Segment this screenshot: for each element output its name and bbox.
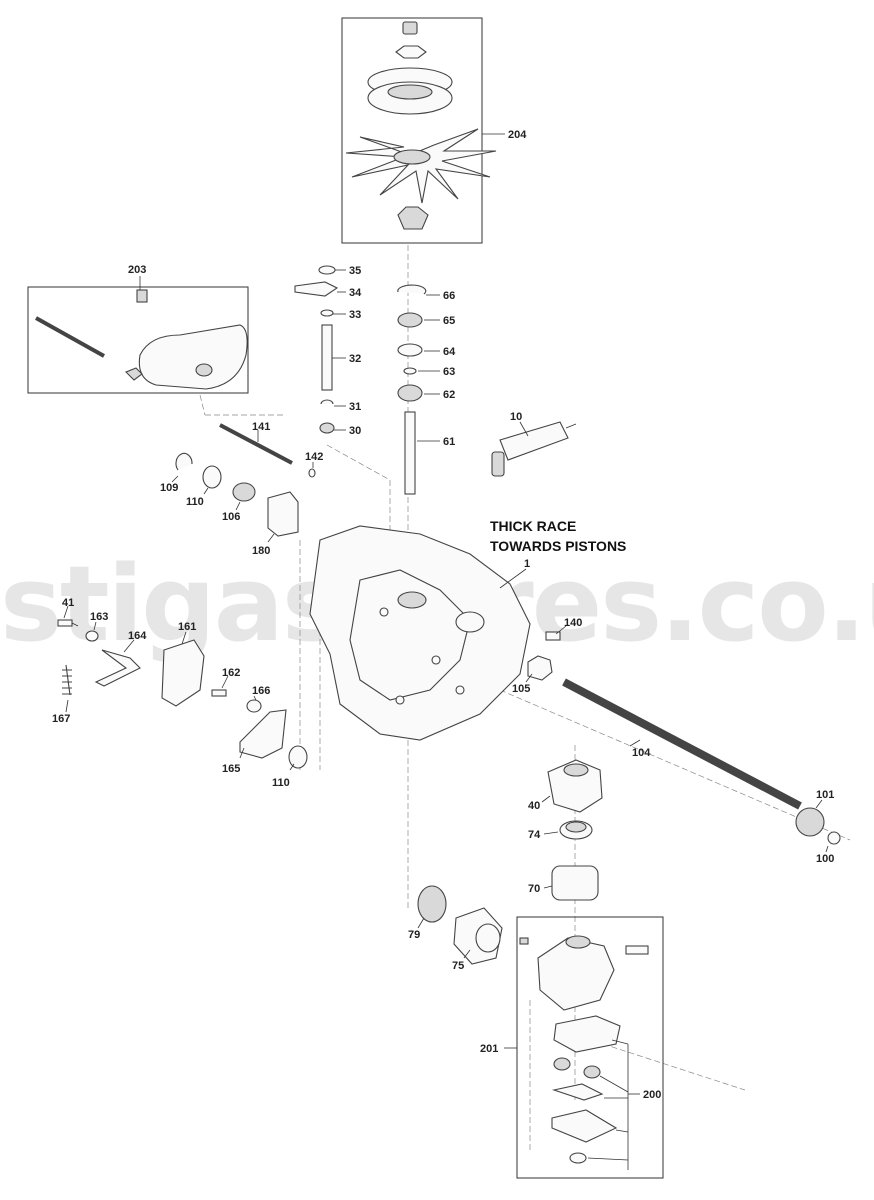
label-75: 75: [452, 960, 464, 972]
rod-141: [219, 423, 293, 465]
label-140: 140: [564, 617, 582, 629]
left-bearing-parts: [175, 452, 299, 537]
leader-200-bracket: [587, 1039, 640, 1170]
label-64: 64: [443, 346, 456, 358]
label-30: 30: [349, 425, 361, 437]
label-79: 79: [408, 929, 420, 941]
label-141: 141: [252, 421, 270, 433]
leader-140: [555, 625, 567, 635]
label-110a: 110: [186, 496, 204, 508]
label-165: 165: [222, 763, 240, 775]
note-line-2: TOWARDS PISTONS: [490, 538, 626, 554]
label-167: 167: [52, 713, 70, 725]
leader-165: [239, 747, 245, 759]
label-62: 62: [443, 389, 455, 401]
label-63: 63: [443, 366, 455, 378]
note-line-1: THICK RACE: [490, 518, 576, 534]
label-40: 40: [528, 800, 540, 812]
label-164: 164: [128, 630, 147, 642]
fan-pulley-assembly: [345, 21, 497, 230]
label-74: 74: [528, 829, 541, 841]
label-161: 161: [178, 621, 196, 633]
input-shaft-stack: [397, 284, 427, 495]
label-1: 1: [524, 558, 530, 570]
label-204: 204: [508, 129, 527, 141]
assembly-axes: [199, 245, 851, 1150]
label-41: 41: [62, 597, 74, 609]
control-shaft-stack: [294, 265, 339, 434]
valve-block-assembly: [519, 935, 649, 1164]
label-61: 61: [443, 436, 455, 448]
leader-101: [815, 799, 823, 809]
leader-74: [543, 831, 559, 835]
label-32: 32: [349, 353, 361, 365]
center-section-parts: [547, 759, 603, 901]
leader-70: [543, 885, 553, 889]
axle-104: [562, 678, 802, 810]
pump-parts: [417, 885, 503, 965]
leader-110a: [203, 487, 209, 495]
clip-100: [827, 831, 841, 845]
leader-40: [541, 795, 551, 803]
top-cover-assembly: [35, 289, 248, 390]
label-203: 203: [128, 264, 146, 276]
leader-10: [519, 421, 529, 437]
leader-164: [123, 639, 135, 653]
transaxle-housing: [309, 525, 531, 741]
leader-75: [463, 949, 471, 959]
pin-142: [308, 468, 316, 478]
top-cover-kit-box: [27, 286, 249, 394]
label-35: 35: [349, 265, 361, 277]
label-70: 70: [528, 883, 540, 895]
label-180: 180: [252, 545, 270, 557]
leader-104: [629, 739, 641, 747]
label-34: 34: [349, 287, 362, 299]
label-66: 66: [443, 290, 455, 302]
label-162: 162: [222, 667, 240, 679]
right-linkage-parts: [161, 639, 308, 769]
leader-79: [417, 917, 425, 929]
label-104: 104: [632, 747, 651, 759]
left-linkage-parts: [57, 619, 141, 696]
label-65: 65: [443, 315, 455, 327]
input-stack-leaders: [417, 294, 440, 442]
label-10: 10: [510, 411, 522, 423]
label-31: 31: [349, 401, 361, 413]
leader-163: [93, 621, 97, 631]
label-142: 142: [305, 451, 323, 463]
leader-167: [65, 699, 69, 713]
label-33: 33: [349, 309, 361, 321]
label-200: 200: [643, 1089, 661, 1101]
gear-101: [795, 807, 825, 837]
label-166: 166: [252, 685, 270, 697]
label-110b: 110: [272, 777, 290, 789]
leader-161: [181, 631, 187, 645]
valve-block-kit-box: [516, 916, 664, 1179]
leader-100: [825, 845, 829, 853]
label-100: 100: [816, 853, 834, 865]
fan-pulley-kit-box: [341, 17, 483, 244]
leader-162: [221, 675, 229, 689]
axle-side-parts: [527, 631, 561, 681]
label-106: 106: [222, 511, 240, 523]
leader-109: [171, 475, 179, 483]
leader-110b: [289, 763, 295, 771]
label-201: 201: [480, 1043, 498, 1055]
leader-166: [253, 695, 257, 701]
shaft-stack-leaders: [332, 269, 346, 431]
label-163: 163: [90, 611, 108, 623]
label-101: 101: [816, 789, 834, 801]
leader-180: [267, 533, 275, 543]
label-105: 105: [512, 683, 530, 695]
leader-41: [63, 605, 69, 619]
bypass-rod: [491, 421, 577, 477]
leader-106: [235, 501, 241, 511]
leader-1: [499, 568, 527, 589]
label-109: 109: [160, 482, 178, 494]
leader-105: [525, 673, 533, 683]
